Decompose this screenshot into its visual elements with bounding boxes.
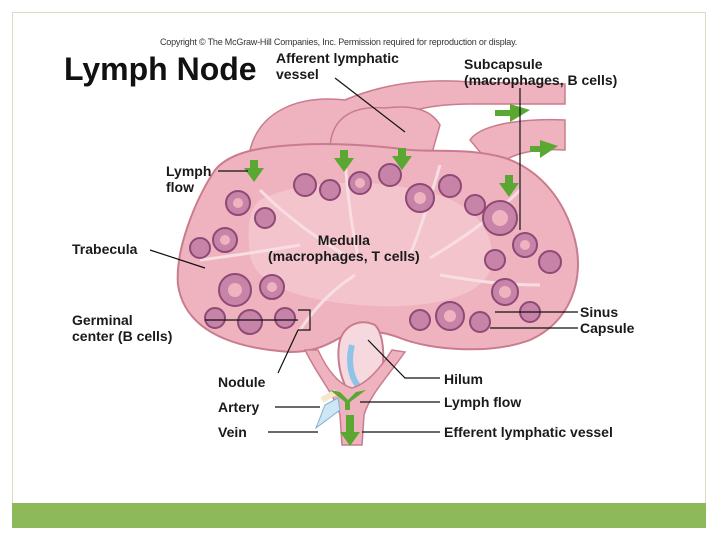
label-artery: Artery — [218, 399, 260, 415]
label-hilum: Hilum — [444, 371, 483, 387]
label-afferent-vessel: Afferent lymphatic vessel — [276, 50, 399, 82]
lymph-flow-top-line1: Lymph — [166, 163, 212, 179]
label-medulla: Medulla (macrophages, T cells) — [268, 232, 420, 264]
artery-segment — [320, 389, 338, 403]
germinal-centers — [220, 178, 530, 322]
label-capsule: Capsule — [580, 320, 635, 336]
afferent-line1: Afferent lymphatic — [276, 50, 399, 66]
medulla-line2: (macrophages, T cells) — [268, 248, 420, 264]
subcapsule-line1: Subcapsule — [464, 56, 543, 72]
afferent-line2: vessel — [276, 66, 319, 82]
germinal-line1: Germinal — [72, 312, 133, 328]
medulla-region — [248, 182, 492, 307]
lymph-flow-top-line2: flow — [166, 179, 194, 195]
label-subcapsule: Subcapsule (macrophages, B cells) — [464, 56, 617, 88]
leader-lines — [149, 77, 578, 433]
germinal-line2: center (B cells) — [72, 328, 173, 344]
label-sinus: Sinus — [580, 304, 619, 320]
subcapsule-line2: (macrophages, B cells) — [464, 72, 618, 88]
medulla-line1: Medulla — [317, 232, 370, 248]
label-efferent-vessel: Efferent lymphatic vessel — [444, 424, 613, 440]
label-lymph-flow-top: Lymph flow — [166, 163, 211, 195]
vein-vessel — [314, 397, 341, 430]
page-title: Lymph Node — [64, 51, 257, 87]
label-trabecula: Trabecula — [72, 241, 138, 257]
label-lymph-flow-bottom: Lymph flow — [444, 394, 522, 410]
copyright-notice: Copyright © The McGraw-Hill Companies, I… — [160, 37, 518, 47]
label-vein: Vein — [218, 424, 247, 440]
footer-accent-bar — [12, 503, 706, 528]
trabeculae — [199, 159, 541, 331]
label-germinal-center: Germinal center (B cells) — [72, 312, 172, 344]
label-nodule: Nodule — [218, 374, 266, 390]
flow-arrows — [244, 104, 558, 446]
